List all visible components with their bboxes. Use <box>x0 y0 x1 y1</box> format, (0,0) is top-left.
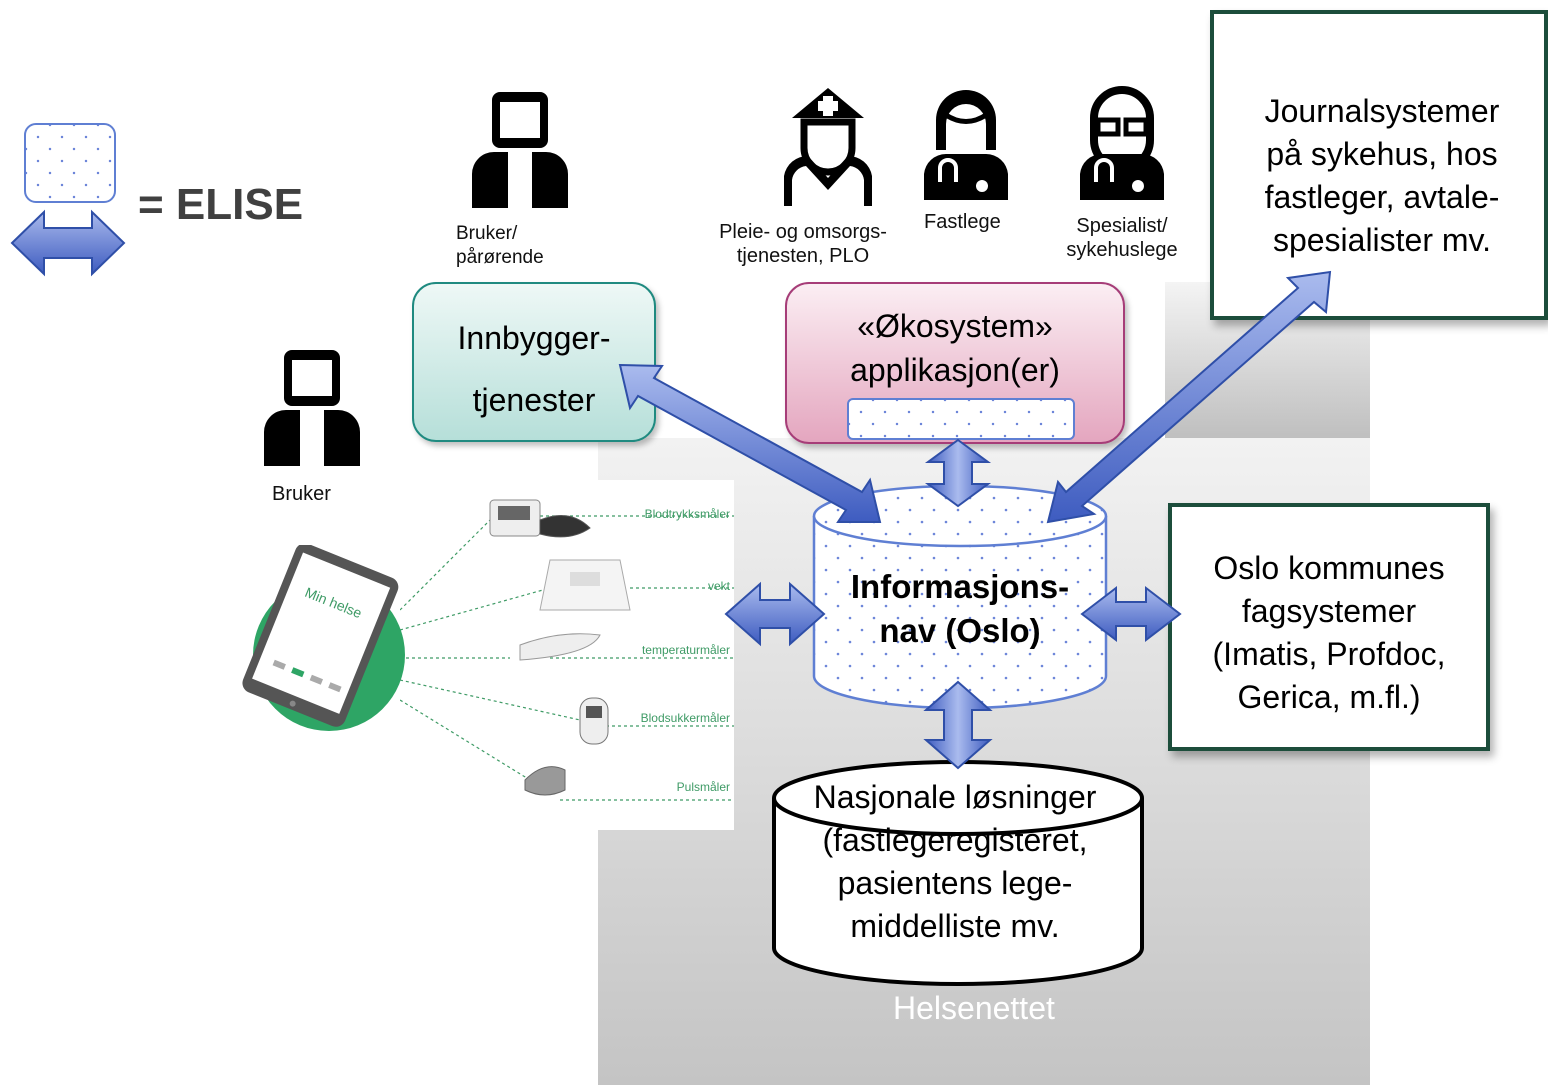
innbyggertjenester-box: Innbygger- tjenester <box>412 282 656 442</box>
innbygger-line2: tjenester <box>472 382 596 418</box>
informasjonsnav-cylinder <box>812 484 1108 710</box>
okosystem-applikasjoner-box: «Økosystem» applikasjon(er) <box>785 282 1125 444</box>
actor-label-fastlege: Fastlege <box>924 211 1001 233</box>
arrow-journal-hub <box>1046 270 1332 524</box>
doctor-female-icon <box>924 90 1008 200</box>
okosystem-line1: «Økosystem» <box>857 308 1053 344</box>
okosystem-elise-component <box>847 398 1075 440</box>
helsenettet-label: Helsenettet <box>893 990 1055 1026</box>
actor-label-plo: Pleie- og omsorgs-tjenesten, PLO <box>719 221 887 267</box>
arrow-innbygger-hub <box>618 363 882 523</box>
pulse-oximeter-icon <box>524 766 566 796</box>
devices-illustration <box>400 499 734 801</box>
specialist-doctor-icon <box>1080 86 1164 200</box>
nasjonale-losninger-text: Nasjonale løsninger(fastlegeregisteret, … <box>813 779 1097 944</box>
thermometer-icon <box>519 633 601 661</box>
tablet-min-helse-icon: Min helse <box>242 545 405 731</box>
nurse-icon <box>784 88 872 206</box>
measurement-devices-panel: Blodtrykksmåler vekt temperaturmåler Blo… <box>400 480 734 830</box>
user-relative-person-icon <box>472 92 568 208</box>
legend-label: = ELISE <box>138 180 304 229</box>
arrow-okosystem-hub <box>924 438 992 508</box>
legend-double-arrow-icon <box>10 209 126 277</box>
actor-label-bruker-parorende: Bruker/pårørende <box>456 223 544 268</box>
actor-label-spesialist: Spesialist/sykehuslege <box>1066 215 1178 261</box>
actor-label-bruker: Bruker <box>272 483 331 505</box>
nasjonale-losninger-cylinder <box>772 760 1144 986</box>
arrow-hub-nasjonale <box>923 680 993 770</box>
device-label-puls: Pulsmåler <box>676 780 730 794</box>
user-person-icon <box>264 350 360 466</box>
device-label-vekt: vekt <box>707 579 730 593</box>
device-label-temperatur: temperaturmåler <box>641 643 730 657</box>
okosystem-line2: applikasjon(er) <box>850 352 1060 388</box>
device-label-blodtrykk: Blodtrykksmåler <box>644 507 730 521</box>
legend-elise-box <box>24 123 116 203</box>
device-label-blodsukker: Blodsukkermåler <box>640 711 730 725</box>
arrow-hub-oslo <box>1080 585 1182 643</box>
arrow-devices-hub <box>724 581 826 647</box>
informasjonsnav-text: Informasjons-nav (Oslo) <box>850 568 1070 649</box>
innbygger-line1: Innbygger- <box>457 320 611 356</box>
